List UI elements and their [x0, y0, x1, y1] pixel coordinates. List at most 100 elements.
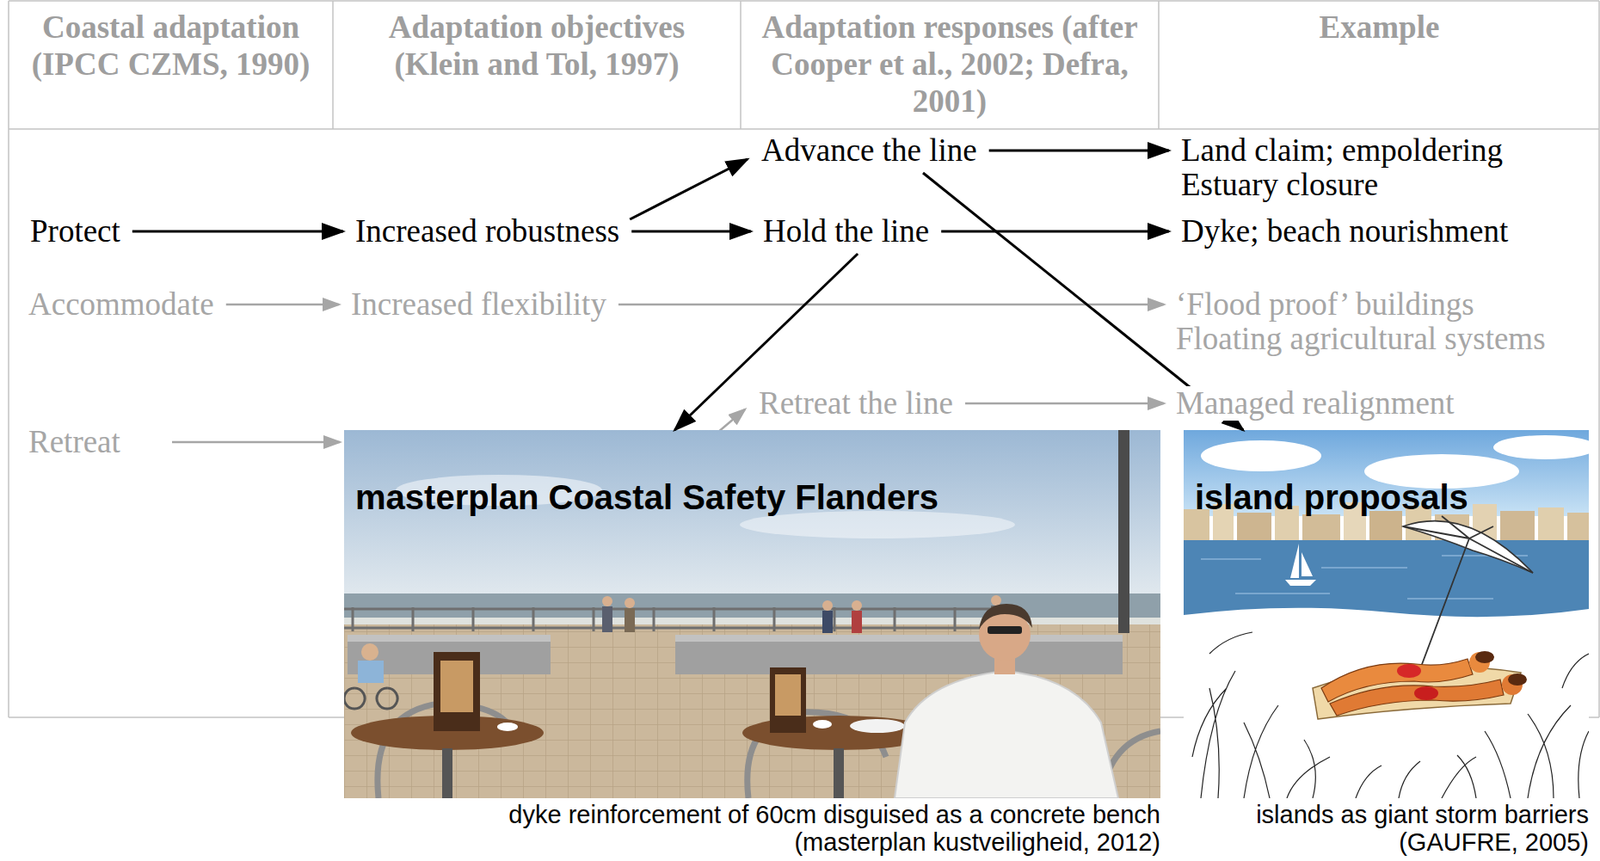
flow-text: Land claim; empoldering	[1181, 133, 1503, 168]
flow-arrow	[629, 159, 748, 220]
flow-text: Advance the line	[761, 133, 978, 168]
flow-text: Protect	[30, 214, 121, 249]
walker-head	[851, 600, 862, 611]
picture-caption: islands as giant storm barriers	[1255, 800, 1589, 829]
dune-grass	[1192, 632, 1589, 799]
flow-item: Protect	[30, 214, 121, 249]
flow-text: Estuary closure	[1181, 167, 1379, 203]
walker-head	[822, 600, 833, 611]
picture-caption: (masterplan kustveiligheid, 2012)	[508, 828, 1161, 856]
walker	[851, 610, 862, 634]
railing	[344, 607, 1016, 632]
flow-text: Floating agricultural systems	[1175, 321, 1546, 357]
dune	[1183, 608, 1589, 799]
flow-text: ‘Flood proof’ buildings	[1175, 287, 1475, 322]
flow-text: Increased robustness	[355, 214, 620, 249]
sunbather	[1329, 679, 1504, 716]
flow-arrow	[226, 303, 339, 307]
cloud	[1493, 435, 1589, 460]
sky	[344, 430, 1161, 603]
sunglasses	[987, 626, 1022, 634]
concrete-bench	[675, 634, 1123, 675]
caption-block: islands as giant storm barriers(GAUFRE, …	[1255, 800, 1589, 856]
flow-item: Hold the line	[763, 214, 930, 249]
cyclist	[357, 660, 384, 684]
flow-text: Increased flexibility	[350, 287, 607, 322]
sea	[1183, 540, 1589, 618]
flow-text: Managed realignment	[1175, 386, 1455, 421]
walker	[602, 606, 613, 633]
picture-panel: masterplan Coastal Safety Flandersdyke r…	[344, 430, 1161, 799]
panel-heading: masterplan Coastal Safety Flanders	[355, 478, 939, 517]
column-heading: Coastal adaptation (IPCC CZMS, 1990)	[12, 8, 331, 83]
man-hair	[978, 603, 1033, 630]
menu-card	[440, 660, 474, 713]
lamp-post	[1118, 430, 1130, 634]
column-heading: Example	[1177, 8, 1582, 46]
sail	[1290, 543, 1299, 579]
parasol-frame	[1403, 516, 1533, 667]
menu-stand	[769, 667, 807, 733]
building	[1567, 512, 1589, 541]
column-heading: Adaptation objectives (Klein and Tol, 19…	[356, 8, 718, 83]
flow-item: Increased robustness	[355, 214, 620, 249]
column-heading: Adaptation responses (after Cooper et al…	[751, 8, 1148, 120]
flow-item: Dyke; beach nourishment	[1181, 214, 1508, 249]
picture-caption: dyke reinforcement of 60cm disguised as …	[508, 800, 1161, 829]
hidden-arrow	[172, 441, 340, 444]
bench-top	[675, 634, 1123, 642]
caption-block: dyke reinforcement of 60cm disguised as …	[508, 800, 1161, 856]
flow-item: Advance the line	[761, 133, 978, 168]
parasol	[1403, 521, 1533, 573]
flow-text: Accommodate	[28, 287, 215, 322]
cup	[497, 722, 518, 732]
building	[1500, 510, 1535, 541]
flow-item: Land claim; empolderingEstuary closure	[1181, 133, 1503, 203]
hair	[1475, 651, 1495, 664]
flow-arrow	[989, 149, 1170, 153]
flow-item: ‘Flood proof’ buildingsFloating agricult…	[1175, 287, 1546, 357]
flow-text: Retreat the line	[758, 386, 954, 421]
walker-head	[602, 596, 613, 607]
plate	[849, 719, 905, 733]
flow-item: Increased flexibility	[350, 287, 607, 322]
flow-arrow	[132, 230, 344, 234]
table-line	[8, 0, 1600, 718]
picture-panel: island proposalsislands as giant storm b…	[1183, 430, 1589, 799]
building	[1236, 512, 1272, 541]
hair	[1507, 673, 1527, 686]
flow-arrow	[631, 230, 751, 234]
flow-arrow	[965, 402, 1164, 406]
building	[1538, 507, 1564, 541]
cup	[812, 720, 832, 729]
flow-item: Retreat the line	[758, 386, 954, 421]
menu-stand	[433, 652, 480, 732]
walker	[624, 608, 635, 633]
walker-head	[624, 597, 635, 609]
walker	[822, 610, 833, 634]
walker-head	[990, 595, 1002, 606]
flow-text: Hold the line	[763, 214, 930, 249]
table-header: Coastal adaptation (IPCC CZMS, 1990) Adap…	[0, 0, 1600, 130]
flow-item: Retreat	[28, 424, 121, 460]
flow-text: Dyke; beach nourishment	[1181, 214, 1508, 249]
table-stem	[442, 748, 453, 799]
picture-caption: (GAUFRE, 2005)	[1255, 828, 1589, 856]
table-stem	[833, 748, 844, 799]
surf	[344, 617, 1161, 625]
swimsuit	[1396, 664, 1422, 678]
cloud	[1200, 440, 1322, 472]
cyclist-head	[361, 643, 379, 661]
bench-top	[347, 634, 551, 642]
promenade	[344, 624, 1161, 799]
sail	[1301, 552, 1313, 577]
swimsuit	[1414, 686, 1439, 701]
panel-heading: island proposals	[1194, 478, 1469, 517]
flow-text: Retreat	[28, 424, 121, 460]
flow-item: Accommodate	[28, 287, 215, 322]
flow-arrow	[941, 230, 1170, 234]
boat-hull	[1285, 579, 1317, 586]
man-shirt	[894, 670, 1119, 799]
building	[1302, 514, 1341, 541]
